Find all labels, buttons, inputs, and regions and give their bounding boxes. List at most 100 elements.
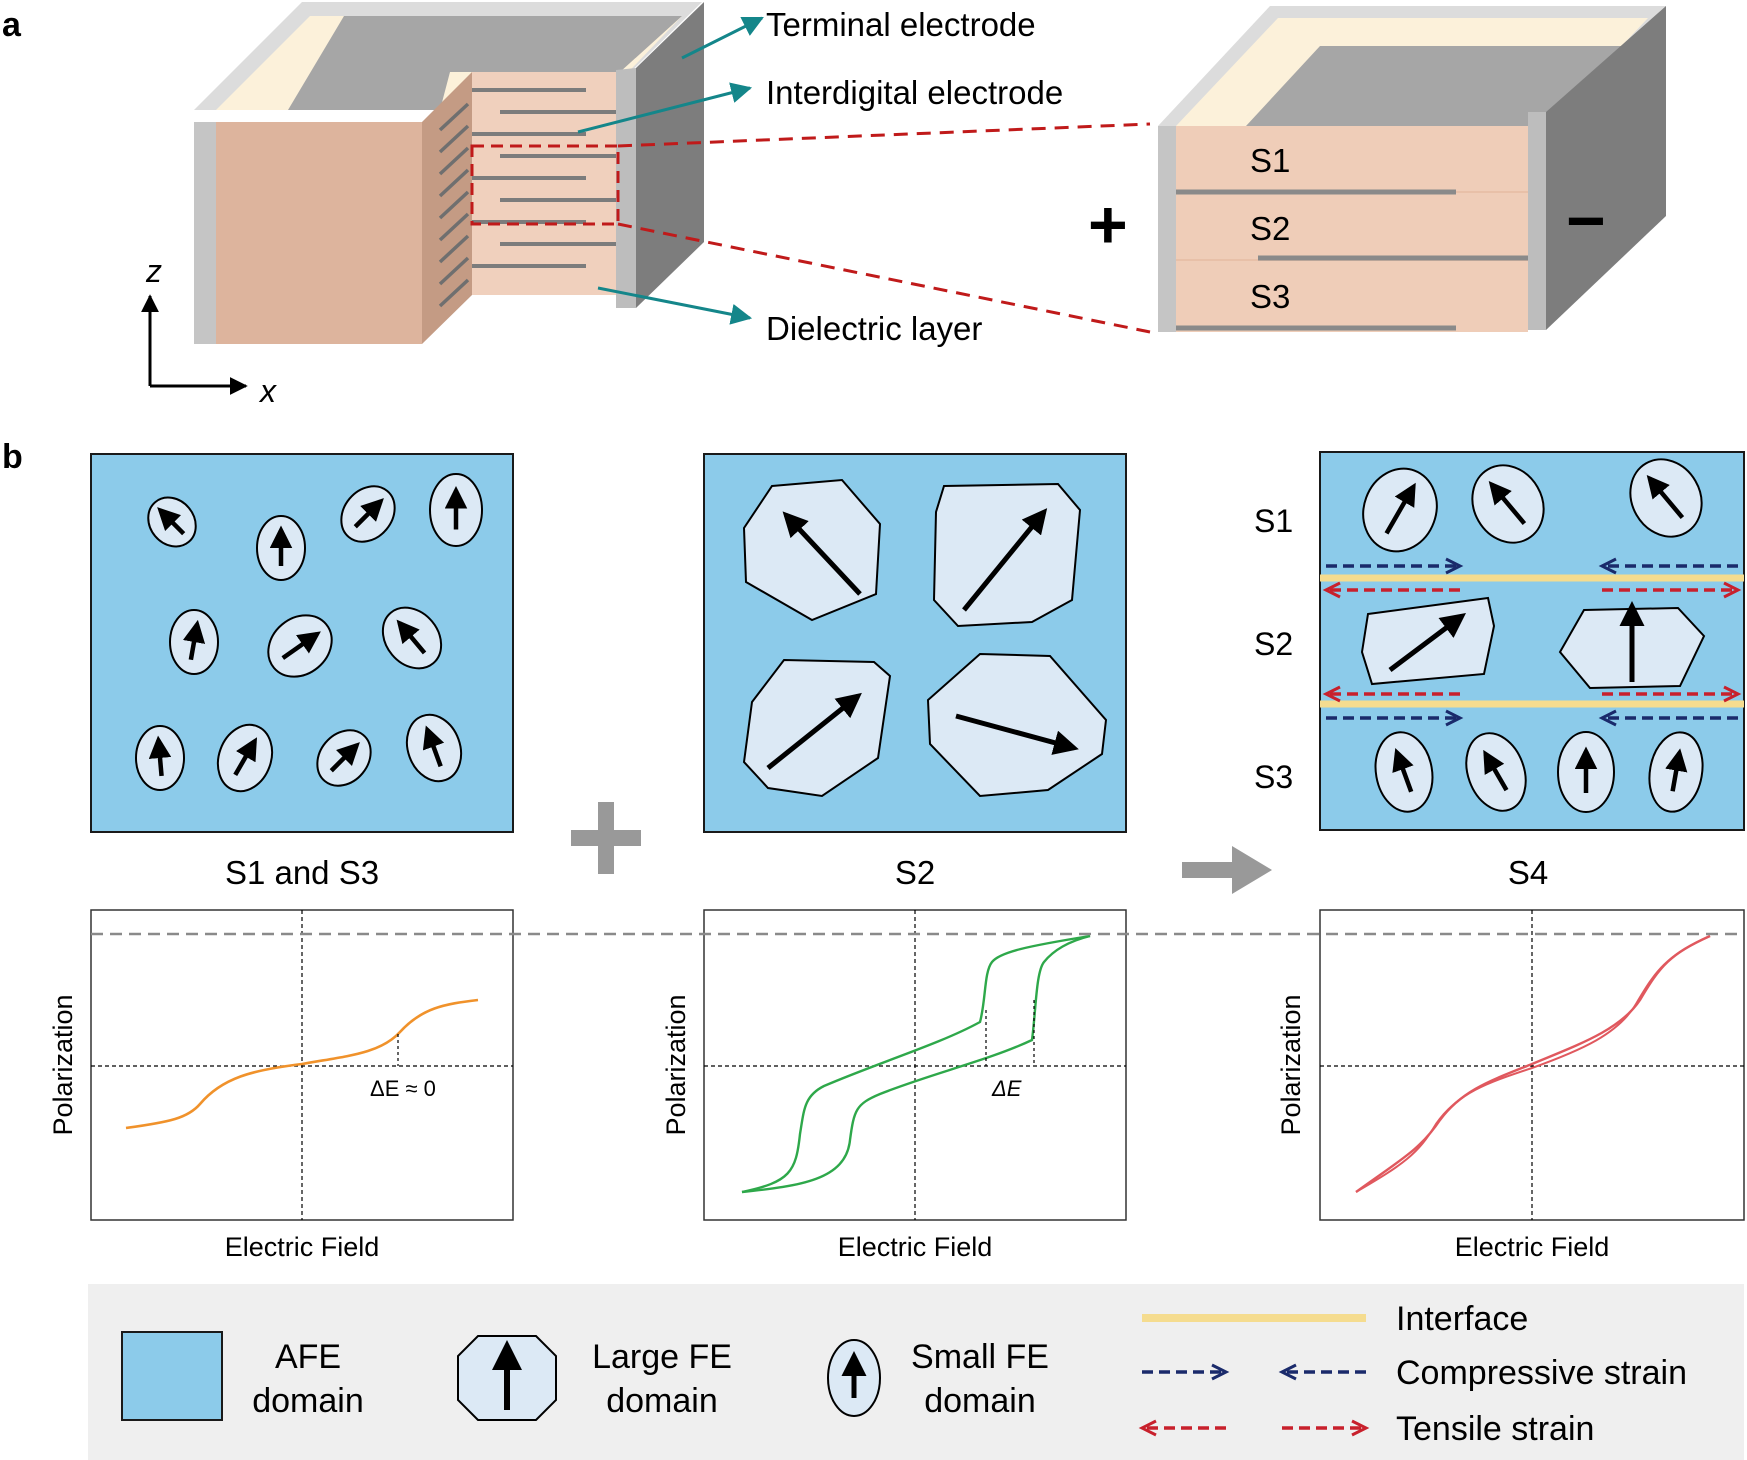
small-domain-left-7-arrow — [396, 619, 427, 655]
legend-small-fe-line2: domain — [924, 1382, 1036, 1420]
small-domain-right-6 — [1557, 731, 1615, 813]
large-domain-1 — [742, 478, 882, 622]
x-axis-label: x — [258, 373, 277, 409]
legend-tensile-label: Tensile strain — [1396, 1410, 1594, 1448]
zoom-plus-sign: + — [1088, 187, 1128, 263]
small-domain-right-7 — [1648, 731, 1704, 813]
legend-large-fe-line2: domain — [606, 1382, 718, 1420]
legend-tensile-left — [1138, 1419, 1226, 1437]
tensile-arrow-bottom-left — [1322, 685, 1460, 703]
small-domain-left-8 — [135, 725, 185, 791]
legend-compressive-label: Compressive strain — [1396, 1354, 1687, 1392]
legend-compressive-left-head — [1278, 1363, 1297, 1381]
zoom-layer-s1: S1 — [1250, 142, 1290, 179]
callouts: Terminal electrode Interdigital electrod… — [577, 6, 1063, 347]
small-domain-left-5 — [169, 609, 219, 675]
large-domain-4-arrow — [955, 713, 1079, 755]
legend-afe-line1: AFE — [275, 1338, 341, 1376]
interdigital-lines — [472, 88, 616, 268]
plot-left-xlabel: Electric Field — [225, 1232, 380, 1262]
terminal-left — [194, 122, 216, 344]
large-domain-4 — [926, 652, 1108, 798]
terminal-top — [288, 16, 682, 110]
plot-middle: ΔE Electric Field Polarization — [661, 909, 1127, 1262]
compressive-arrow-top-right-head — [1598, 557, 1617, 575]
plot-middle-xlabel: Electric Field — [838, 1232, 993, 1262]
small-domain-left-5-arrow — [182, 619, 206, 661]
plot-middle-loop-lower — [741, 934, 1091, 1194]
cutaway-side — [422, 72, 472, 344]
small-domain-left-8-arrow — [148, 735, 172, 777]
axes-indicator: z x — [141, 253, 277, 409]
small-domain-left-7 — [381, 606, 443, 670]
small-domain-left-11-arrow — [422, 725, 445, 768]
panel-b: b S1 — [2, 438, 1745, 1262]
tensile-arrow-bottom-right-head — [1723, 685, 1742, 703]
zoom-dielectric — [1176, 126, 1528, 332]
compressive-arrow-bottom-right-head — [1598, 709, 1617, 727]
afe-box-s4: S1 S2 S3 — [1254, 451, 1745, 831]
zoom-box — [470, 144, 620, 226]
small-domain-right-4 — [1374, 731, 1434, 813]
tensile-arrow-top-left — [1322, 581, 1460, 599]
legend-tensile-right — [1282, 1419, 1370, 1437]
zoom-top-terminal — [1246, 46, 1648, 126]
large-domain-3-arrow — [766, 692, 862, 770]
plot-middle-loop-upper — [741, 934, 1091, 1194]
small-domain-left-10 — [316, 729, 372, 787]
z-axis-label: z — [145, 253, 162, 289]
small-domain-left-6 — [267, 614, 333, 678]
interdigital-electrode-label: Interdigital electrode — [766, 74, 1063, 111]
small-domain-left-3 — [340, 485, 396, 543]
large-domain-1-arrow — [782, 511, 862, 596]
row-label-s1: S1 — [1254, 503, 1293, 539]
zoom-left-terminal — [1158, 126, 1176, 332]
plot-right-curve-b — [1355, 935, 1711, 1193]
interdigital-callout-arrow — [577, 82, 753, 134]
mlcc-block — [194, 2, 704, 344]
zoom-block: S1 S2 S3 + − — [1088, 6, 1666, 332]
small-domain-right-3-arrow — [1646, 475, 1685, 519]
legend-interface-label: Interface — [1396, 1300, 1528, 1338]
small-domain-left-1 — [147, 496, 197, 548]
legend: AFE domain Large FE domain Small FE doma… — [88, 1284, 1744, 1460]
dielectric-front — [216, 122, 422, 344]
tensile-arrow-bottom-right — [1602, 685, 1742, 703]
legend-compressive-right — [1142, 1363, 1230, 1381]
tensile-arrow-top-right — [1602, 581, 1742, 599]
legend-large-fe-line1: Large FE — [592, 1338, 732, 1376]
small-domain-right-7-arrow — [1665, 748, 1688, 792]
zoom-right-front — [1528, 112, 1546, 330]
legend-tensile-right-head — [1351, 1419, 1370, 1437]
legend-background — [88, 1284, 1744, 1460]
row-label-s3: S3 — [1254, 759, 1293, 795]
afe-box-s2 — [703, 453, 1127, 833]
plus-operator — [571, 802, 641, 874]
legend-afe-swatch — [121, 1331, 223, 1421]
zoom-right-face — [1546, 6, 1666, 330]
dielectric-layer-label: Dielectric layer — [766, 310, 982, 347]
legend-compressive-right-head — [1211, 1363, 1230, 1381]
compressive-arrow-bottom-left — [1326, 709, 1464, 727]
legend-compressive-left — [1278, 1363, 1366, 1381]
caption-s2: S2 — [895, 854, 935, 891]
caption-s4: S4 — [1508, 854, 1548, 891]
strain-arrows — [1322, 557, 1742, 727]
plot-right: Electric Field Polarization — [1276, 909, 1745, 1262]
zoom-line-top — [617, 122, 1151, 148]
plot-middle-delta-note: ΔE — [991, 1076, 1022, 1101]
dielectric-callout-arrow — [597, 286, 753, 325]
zoom-layer-s2: S2 — [1250, 210, 1290, 247]
small-domain-left-3-arrow — [353, 498, 384, 529]
legend-tensile-left-head — [1138, 1419, 1157, 1437]
small-domain-right-4-arrow — [1392, 748, 1414, 793]
terminal-callout-arrow — [681, 16, 764, 60]
small-domain-right-3 — [1629, 458, 1703, 538]
plot-left-curve — [125, 998, 479, 1130]
small-domain-left-1-arrow — [157, 507, 186, 536]
plot-left: ΔE ≈ 0 Electric Field Polarization — [48, 909, 514, 1262]
legend-afe-line2: domain — [252, 1382, 364, 1420]
plot-middle-ylabel: Polarization — [661, 994, 691, 1135]
arrow-operator — [1182, 846, 1272, 894]
afe-box-s1-s3 — [90, 453, 514, 833]
